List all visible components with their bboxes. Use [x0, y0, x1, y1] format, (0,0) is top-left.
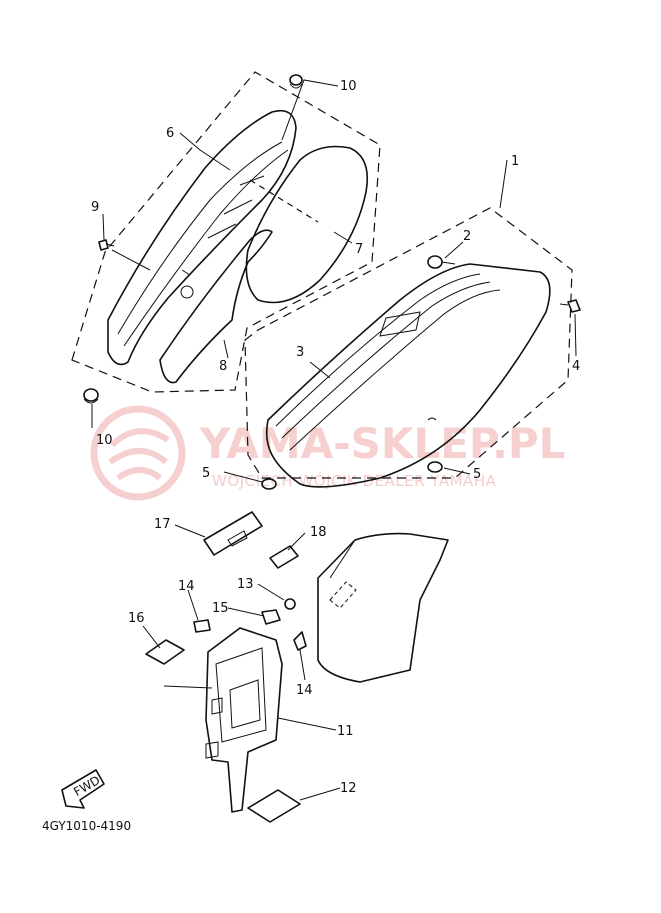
grommet-5-right [427, 461, 443, 473]
callouts: 10 6 9 7 8 10 1 2 3 4 5 5 17 18 13 14 15… [91, 79, 580, 796]
callout-3: 3 [296, 345, 304, 360]
plate-part-17 [203, 511, 263, 556]
group-outline-left [71, 71, 381, 393]
callout-2: 2 [463, 229, 471, 244]
grommet-2 [427, 255, 456, 269]
bracket-part-11 [205, 627, 283, 813]
callout-6: 6 [166, 126, 174, 141]
watermark: YAMA-SKLEP.PL WOJCIECH WÓJCIK DEALER YAM… [90, 405, 565, 501]
callout-10-bottom: 10 [96, 433, 113, 448]
label-part-16 [145, 639, 185, 665]
callout-13: 13 [237, 577, 254, 592]
watermark-logo [90, 405, 186, 501]
callout-8: 8 [219, 359, 227, 374]
callout-18: 18 [310, 525, 327, 540]
part-code: 4GY1010-4190 [42, 819, 131, 833]
bolt-14-right [293, 631, 307, 651]
callout-15: 15 [212, 601, 229, 616]
side-cover-left-part-6 [107, 109, 297, 366]
watermark-brand: YAMA-SKLEP.PL [199, 419, 565, 468]
fastener-10-top [289, 74, 303, 89]
side-cover-right-part-3 [265, 263, 551, 488]
grommet-5-left [261, 478, 277, 490]
inner-panel-part-8 [159, 229, 273, 384]
callout-1: 1 [511, 154, 519, 169]
fastener-10-bottom [83, 388, 99, 404]
label-part-18 [269, 545, 299, 569]
callout-17: 17 [154, 517, 171, 532]
callout-4: 4 [572, 359, 580, 374]
bolt-4 [559, 299, 581, 313]
callout-5-left: 5 [202, 466, 210, 481]
side-panel-emblem-part-7 [245, 145, 369, 304]
fwd-arrow-icon: FWD [61, 769, 105, 809]
callout-5-right: 5 [473, 467, 481, 482]
bolt-9 [98, 239, 115, 251]
callout-14-right: 14 [296, 683, 313, 698]
watermark-tagline: WOJCIECH WÓJCIK DEALER YAMAHA [212, 471, 497, 490]
callout-12: 12 [340, 781, 357, 796]
bolt-14-left [193, 619, 211, 633]
callout-7: 7 [355, 242, 363, 257]
callout-11: 11 [337, 724, 354, 739]
callout-16: 16 [128, 611, 145, 626]
leader-lines [91, 79, 577, 801]
label-part-12 [247, 789, 301, 823]
callout-14-left: 14 [178, 579, 195, 594]
cover-block [317, 532, 449, 683]
callout-10-top: 10 [340, 79, 357, 94]
callout-9: 9 [91, 200, 99, 215]
screw-13 [284, 598, 296, 610]
clip-15 [261, 609, 281, 625]
